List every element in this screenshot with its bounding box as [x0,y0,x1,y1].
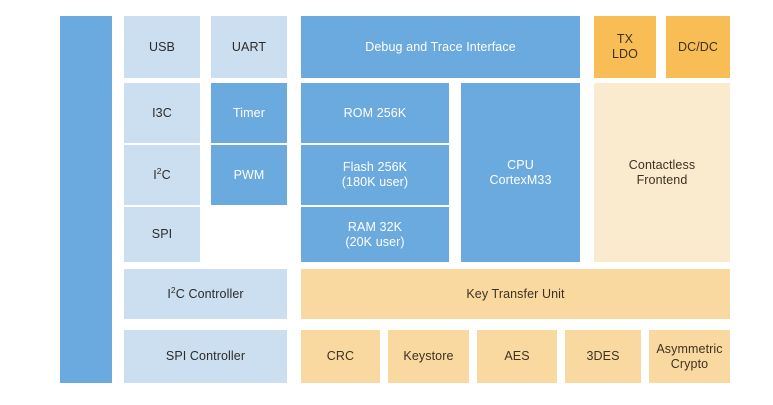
block-i2c-controller-label: I2C Controller [167,284,244,301]
block-tx-ldo: TX LDO [594,16,656,78]
block-aes: AES [477,330,557,383]
block-asymmetric-crypto: Asymmetric Crypto [649,330,730,383]
block-ram: RAM 32K (20K user) [301,207,449,262]
block-spi-controller: SPI Controller [124,330,287,383]
block-usb: USB [124,16,200,78]
block-dcdc: DC/DC [666,16,730,78]
block-pwm: PWM [211,145,287,205]
block-i2c-controller: I2C Controller [124,269,287,319]
block-key-transfer-unit: Key Transfer Unit [301,269,730,319]
block-i2c: I2C [124,145,200,205]
system-bus-block [60,16,112,383]
block-crc: CRC [301,330,380,383]
block-contactless-frontend: Contactless Frontend [594,83,730,262]
block-uart: UART [211,16,287,78]
block-i3c: I3C [124,83,200,143]
block-timer: Timer [211,83,287,143]
block-3des: 3DES [565,330,641,383]
block-keystore: Keystore [388,330,469,383]
block-flash: Flash 256K (180K user) [301,145,449,205]
block-i2c-label: I2C [153,165,171,182]
block-rom: ROM 256K [301,83,449,143]
block-cpu: CPU CortexM33 [461,83,580,262]
block-spi: SPI [124,207,200,262]
block-debug-trace-interface: Debug and Trace Interface [301,16,580,78]
